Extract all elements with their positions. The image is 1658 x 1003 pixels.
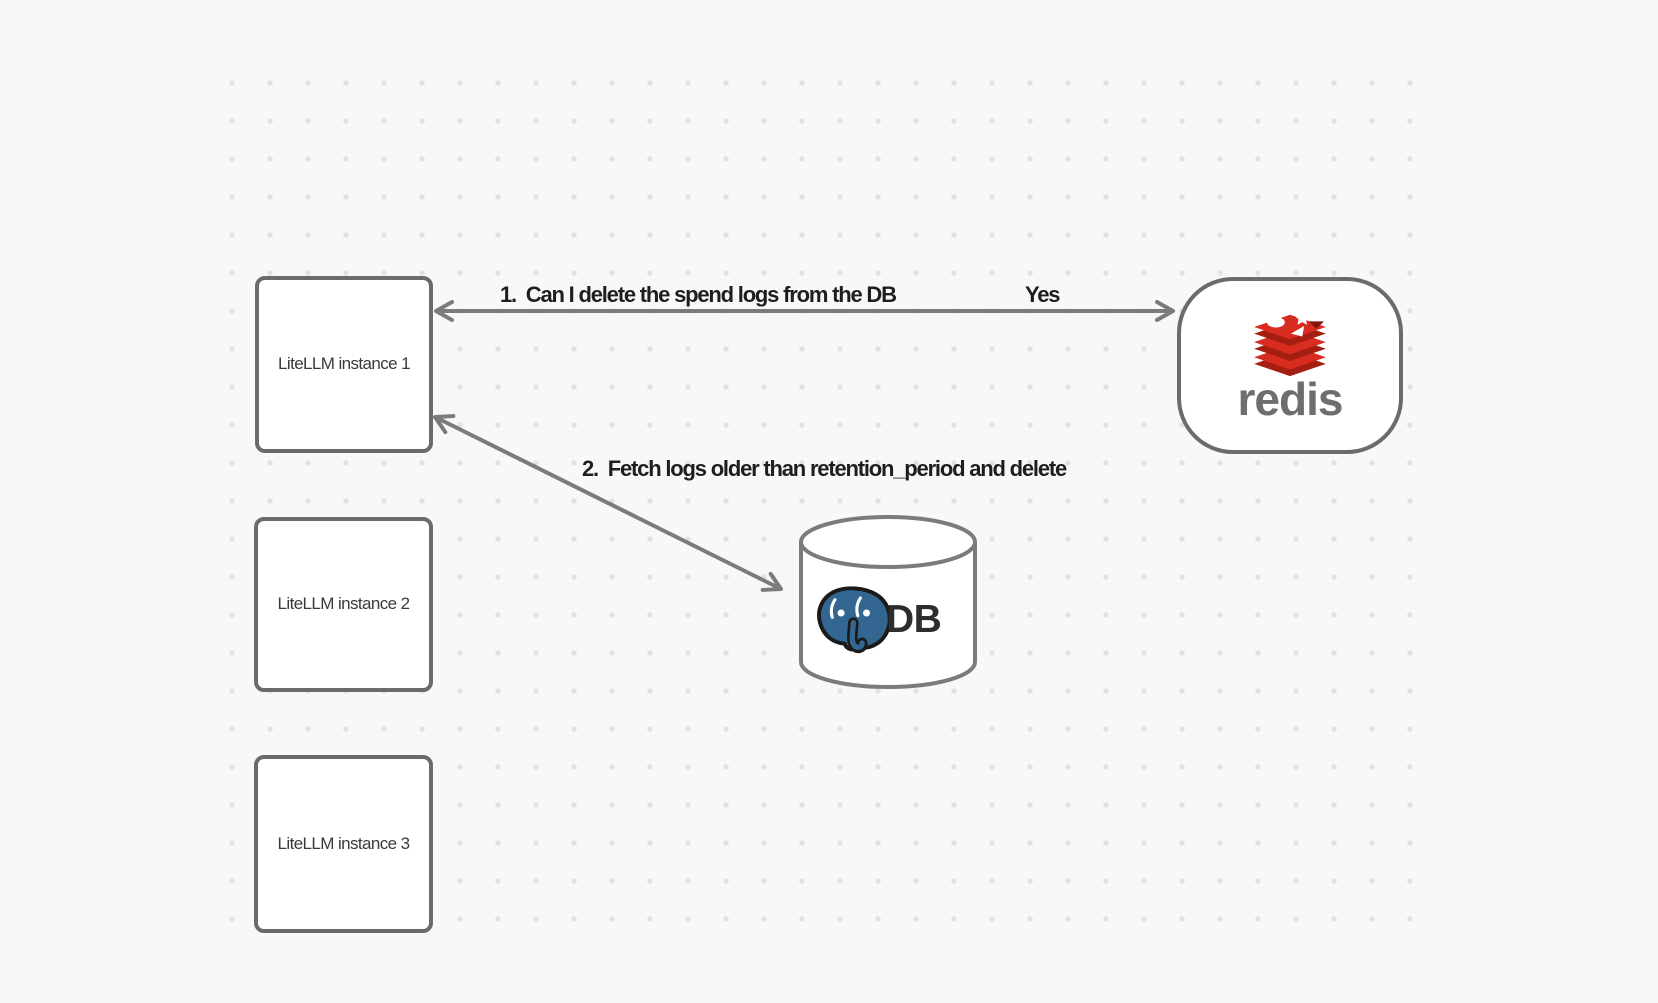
node-label: LiteLLM instance 2 — [277, 594, 411, 614]
node-litellm-instance-3: LiteLLM instance 3 — [254, 755, 433, 933]
db-label: DB — [886, 598, 942, 641]
node-label: LiteLLM instance 1 — [278, 354, 411, 374]
edge-label-step2: 2. Fetch logs older than retention_perio… — [582, 456, 1067, 481]
db-cylinder-top — [799, 515, 977, 569]
arrow-instance1-db — [433, 414, 783, 592]
edge-label-step1-response: Yes — [1025, 282, 1061, 307]
redis-logo-icon — [1254, 310, 1326, 377]
node-label: LiteLLM instance 3 — [277, 833, 411, 853]
node-redis: redis — [1177, 277, 1403, 454]
node-litellm-instance-2: LiteLLM instance 2 — [254, 517, 433, 692]
postgresql-elephant-icon — [817, 586, 892, 654]
node-litellm-instance-1: LiteLLM instance 1 — [255, 276, 433, 453]
redis-wordmark: redis — [1237, 373, 1344, 426]
edge-label-step1: 1. Can I delete the spend logs from the … — [500, 282, 897, 307]
